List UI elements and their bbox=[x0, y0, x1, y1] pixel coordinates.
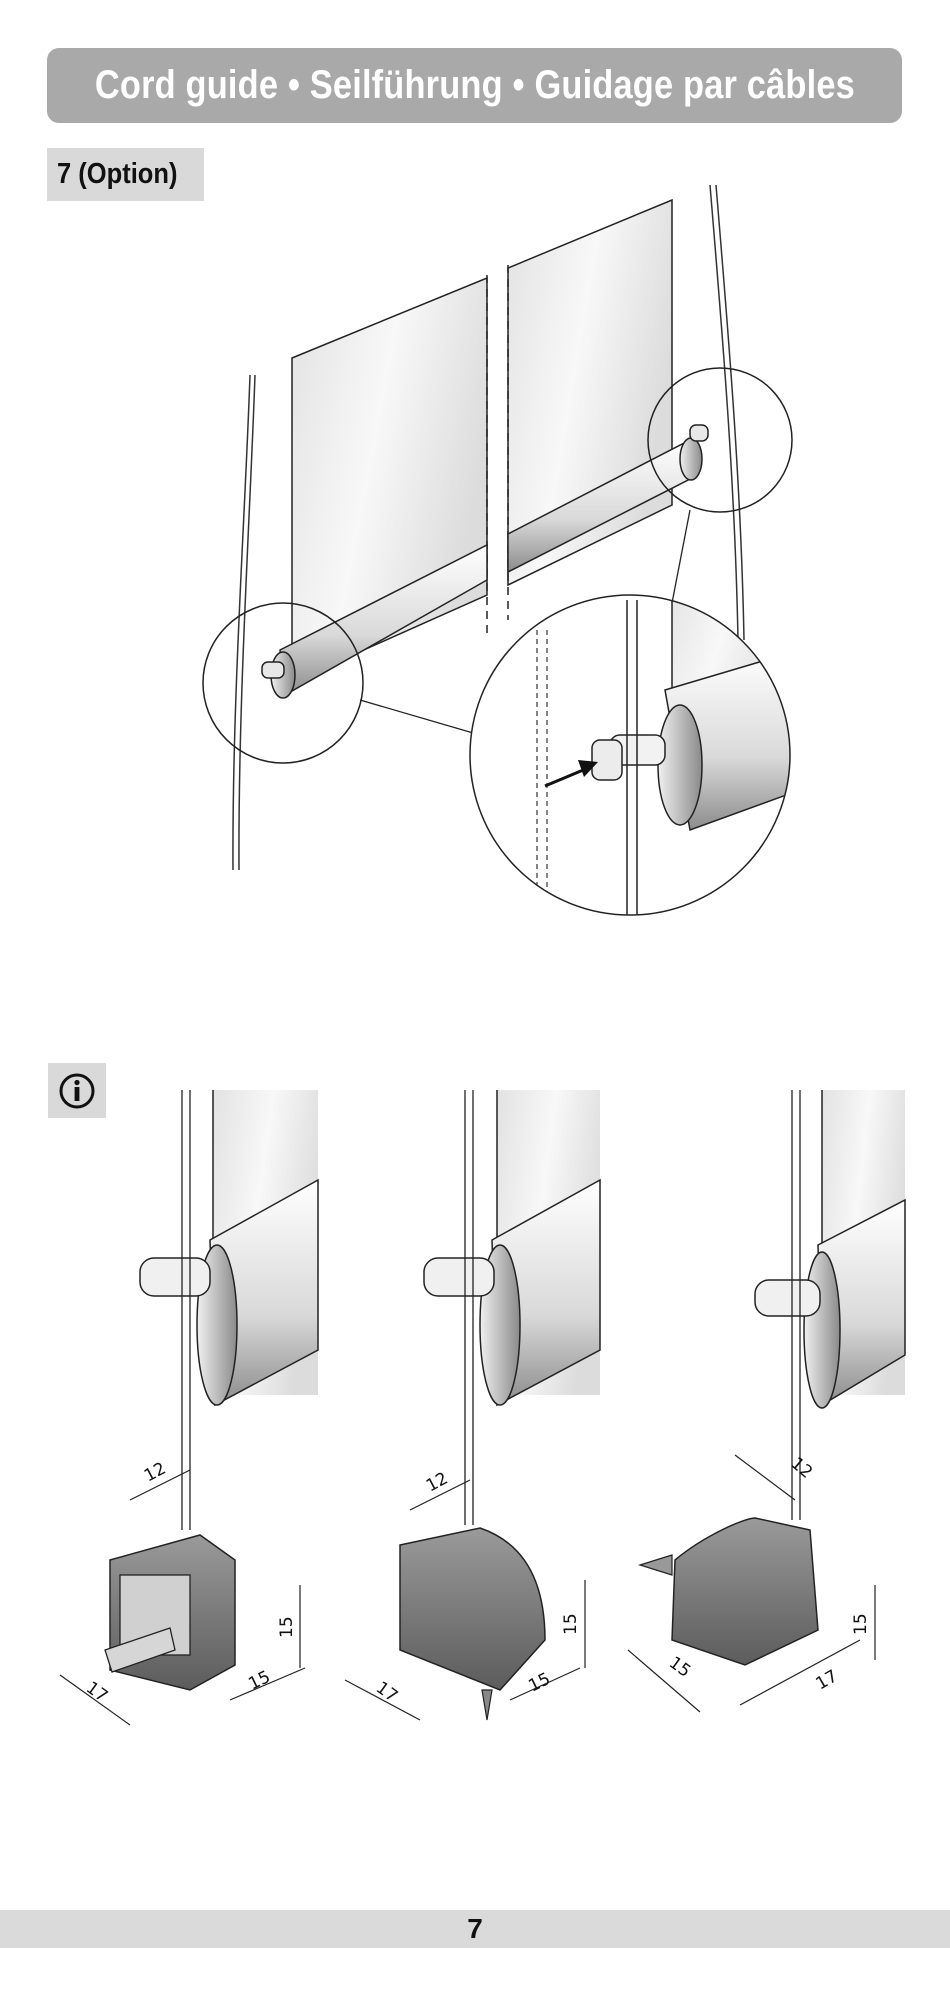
detail-circle-right bbox=[647, 367, 793, 513]
variant-2-dim-offset: 12 bbox=[423, 1469, 451, 1497]
zoom-detail bbox=[470, 595, 790, 915]
page-number: 7 bbox=[467, 1913, 483, 1944]
variant-2-drawing bbox=[344, 1090, 601, 1721]
info-circle-icon bbox=[59, 1073, 95, 1108]
footer-bar: 7 bbox=[0, 1910, 950, 1948]
step-label-box: 7 (Option) bbox=[47, 148, 204, 201]
info-box bbox=[48, 1063, 106, 1118]
variant-3-dim-depth: 17 bbox=[813, 1666, 842, 1694]
variant-2-dim-height: 15 bbox=[561, 1613, 581, 1635]
variant-3-dim-width: 15 bbox=[665, 1653, 694, 1682]
variant-3-dim-offset: 12 bbox=[787, 1454, 816, 1483]
right-cord bbox=[709, 184, 739, 641]
header-banner: Cord guide • Seilführung • Guidage par c… bbox=[47, 48, 902, 123]
variant-3-drawing bbox=[627, 1090, 906, 1713]
end-clip-left bbox=[261, 661, 285, 679]
variant-1-drawing bbox=[59, 1090, 319, 1726]
step-label: 7 (Option) bbox=[57, 158, 178, 190]
variant-2-dim-depth: 15 bbox=[525, 1669, 553, 1696]
variant-1-dim-width: 17 bbox=[82, 1678, 111, 1707]
detail-circle-left bbox=[202, 602, 364, 764]
variant-1-dim-height: 15 bbox=[277, 1616, 297, 1638]
variant-1-dim-depth: 15 bbox=[245, 1667, 273, 1694]
variant-2-dim-width: 17 bbox=[372, 1678, 401, 1707]
end-clip-right bbox=[689, 424, 709, 442]
left-cord bbox=[232, 374, 251, 871]
page-title: Cord guide • Seilführung • Guidage par c… bbox=[94, 63, 855, 107]
variant-3-dim-height: 15 bbox=[851, 1613, 871, 1635]
